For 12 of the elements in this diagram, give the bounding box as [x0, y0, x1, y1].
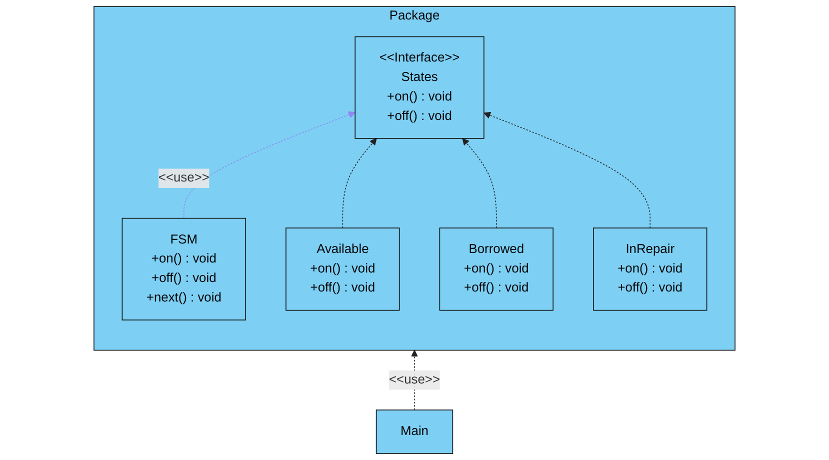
- arrow: [462, 138, 497, 228]
- node-box: Borrowed +on() : void +off() : void: [439, 228, 554, 311]
- arrow: [184, 111, 356, 219]
- edge-label: <<use>>: [389, 372, 440, 387]
- node-box: Main: [376, 410, 454, 454]
- edge-label: <<use>>: [158, 171, 210, 185]
- arrow: [484, 112, 651, 228]
- node-box: FSM +on() : void +off() : void +next() : void: [122, 218, 246, 320]
- node-box: InRepair +on() : void +off() : void: [593, 228, 708, 311]
- node-box: Available +on() : void +off() : void: [286, 228, 400, 311]
- node-box: <<Interface>> States +on() : void +off() : void: [354, 36, 484, 139]
- arrow: [342, 138, 377, 228]
